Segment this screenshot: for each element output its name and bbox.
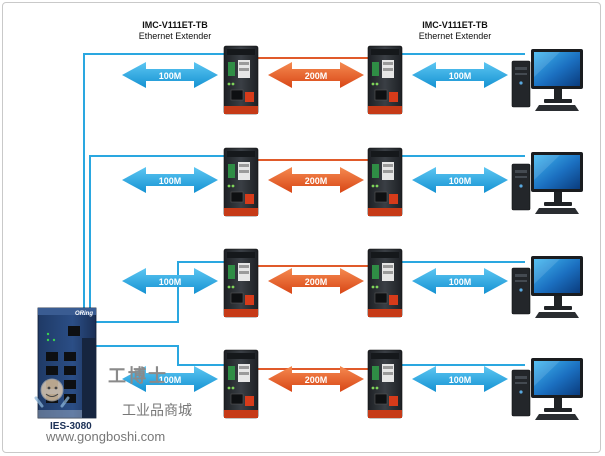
label-row3-left: 100M [159, 277, 182, 287]
arrow-row3-mid: 200M [268, 268, 364, 294]
extender-right-row3 [367, 248, 403, 318]
label-row4-mid: 200M [305, 375, 328, 385]
left-extender-model: IMC-V111ET-TB [142, 20, 208, 30]
copper-cables [83, 53, 525, 366]
label-row2-right: 100M [449, 176, 472, 186]
arrow-row1-right: 100M [412, 62, 508, 88]
watermark-logo [34, 378, 70, 408]
label-row3-mid: 200M [305, 277, 328, 287]
extender-left-row3 [223, 248, 259, 318]
extender-right-row4 [367, 349, 403, 419]
arrow-row1-mid: 200M [268, 62, 364, 88]
extender-right-row2 [367, 147, 403, 217]
label-row2-mid: 200M [305, 176, 328, 186]
left-extender-desc: Ethernet Extender [138, 31, 212, 41]
cable-switch-row4 [96, 345, 232, 366]
label-row3-right: 100M [449, 277, 472, 287]
extender-left-row1 [223, 45, 259, 115]
arrow-row2-right: 100M [412, 167, 508, 193]
watermark-cn-sub: 工业品商城 [122, 402, 192, 418]
label-row4-right: 100M [449, 375, 472, 385]
pc-row3 [511, 255, 584, 319]
arrow-row4-mid: 200M [268, 366, 364, 392]
right-extender-desc: Ethernet Extender [418, 31, 492, 41]
cable-switch-row2 [89, 155, 232, 309]
arrow-row2-mid: 200M [268, 167, 364, 193]
switch-brand-logo: ORing [75, 311, 93, 317]
pc-row4 [511, 357, 584, 421]
arrow-row4-right: 100M [412, 366, 508, 392]
arrow-row3-left: 100M [122, 268, 218, 294]
cable-switch-row3 [96, 261, 232, 323]
extender-left-row4 [223, 349, 259, 419]
pc-row1 [511, 48, 584, 112]
label-row1-right: 100M [449, 71, 472, 81]
label-row4-left: 100M [159, 375, 182, 385]
arrow-row2-left: 100M [122, 167, 218, 193]
arrow-row4-left: 100M [122, 366, 218, 392]
label-row2-left: 100M [159, 176, 182, 186]
pc-row2 [511, 151, 584, 215]
arrow-row1-left: 100M [122, 62, 218, 88]
watermark-url: www.gongboshi.com [46, 429, 166, 444]
right-extender-model: IMC-V111ET-TB [422, 20, 488, 30]
watermark-cn-title: 工博士 [108, 366, 168, 386]
right-extender-header: IMC-V111ET-TB Ethernet Extender [400, 20, 510, 42]
switch-label: IES-3080 [50, 421, 92, 432]
label-row1-mid: 200M [305, 71, 328, 81]
extender-left-row2 [223, 147, 259, 217]
arrow-row3-right: 100M [412, 268, 508, 294]
label-row1-left: 100M [159, 71, 182, 81]
left-extender-header: IMC-V111ET-TB Ethernet Extender [120, 20, 230, 42]
vdsl-cables [250, 57, 370, 370]
diagram-border [2, 2, 601, 453]
extender-right-row1 [367, 45, 403, 115]
cable-switch-row1 [83, 53, 232, 309]
